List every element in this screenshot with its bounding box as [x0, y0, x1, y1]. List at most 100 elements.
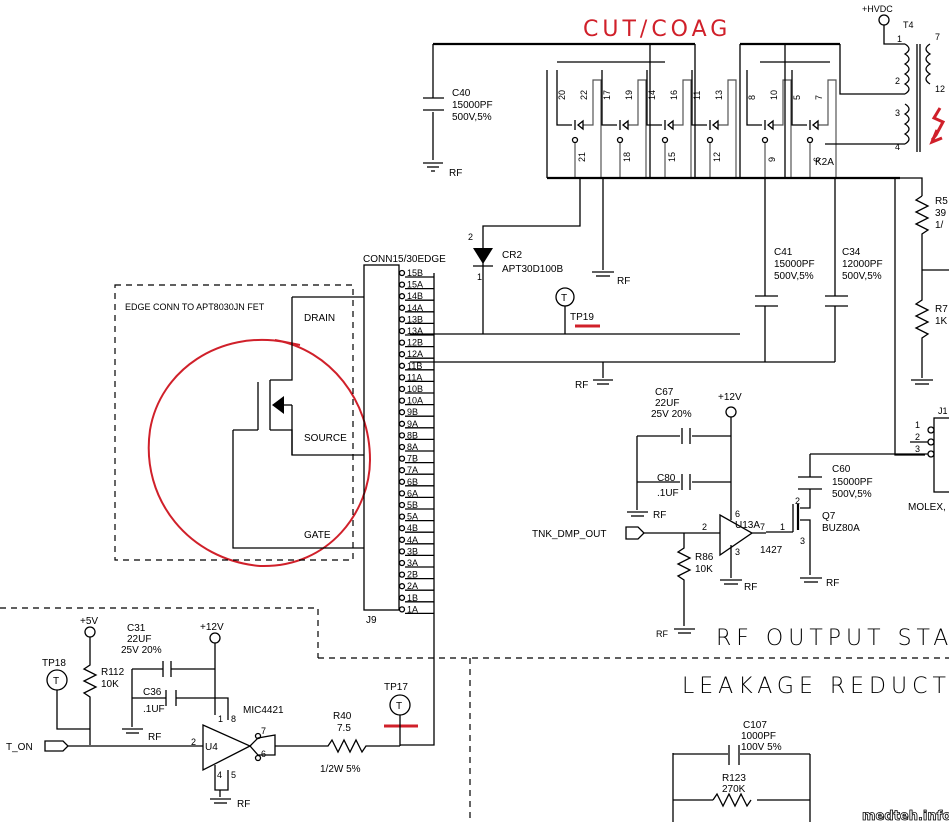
relay-contact-wire — [646, 70, 662, 126]
leakage-reduction-heading: LEAKAGE REDUCTIO — [682, 674, 949, 699]
connector-pin — [398, 548, 406, 555]
c41-ref: C41 — [774, 247, 793, 258]
t-on-label: T_ON — [6, 742, 33, 753]
relay-contact-wire — [746, 70, 762, 126]
connector-pin — [398, 513, 406, 520]
relay-pin-label: 12 — [712, 152, 722, 162]
c31-rating: 25V 20% — [121, 645, 162, 656]
relay-pin-label: 7 — [814, 95, 824, 100]
molex-pin-label: 1 — [915, 420, 920, 430]
q7-part: BUZ80A — [822, 523, 860, 534]
connector-pin — [398, 351, 406, 358]
relay-pin-label: 16 — [669, 90, 679, 100]
connector-pin-label: 10B — [407, 384, 423, 394]
t4-pin: 4 — [895, 142, 900, 152]
connector-pin-label: 9B — [407, 407, 418, 417]
c107-rating: 100V 5% — [741, 742, 782, 753]
r112-ref: R112 — [101, 667, 125, 678]
relay-contact-pivot — [806, 136, 814, 144]
watermark: medteh.info — [862, 809, 949, 822]
molex-connector — [933, 417, 949, 493]
relay-contact-pivot — [661, 136, 669, 144]
leakage-wires — [672, 753, 811, 822]
ground-label: RF — [744, 582, 757, 593]
r123-ref: R123 — [722, 773, 746, 784]
connector-pin-label: 1B — [407, 593, 418, 603]
relay-pin-label: 20 — [557, 90, 567, 100]
c31-ref: C31 — [127, 623, 146, 634]
r5-value: 39 — [935, 208, 947, 219]
relay-pin-label: 5 — [792, 95, 802, 100]
molex-label: MOLEX, — [908, 502, 946, 513]
tp18-label: TP18 — [42, 658, 66, 669]
c67-ref: C67 — [655, 387, 674, 398]
connector-name: CONN15/30EDGE — [363, 254, 446, 265]
j9-connector — [363, 264, 400, 611]
relay-pin-label: 11 — [692, 91, 702, 100]
t4-ref: T4 — [903, 20, 914, 30]
v12-label: +12V — [200, 622, 224, 633]
c34-ref: C34 — [842, 247, 861, 258]
tnk-dmp-out-port-icon[interactable] — [625, 526, 645, 540]
v12-label: +12V — [718, 392, 742, 403]
ground-label: RF — [575, 380, 588, 391]
connector-pin-label: 8B — [407, 430, 418, 440]
relay-pin-label: 21 — [577, 152, 587, 162]
c36-ref: C36 — [143, 687, 162, 698]
source-label: SOURCE — [304, 433, 347, 444]
connector-pin — [398, 594, 406, 601]
c41-rating: 500V,5% — [774, 271, 814, 282]
connector-pin — [398, 467, 406, 474]
u13a-wires — [636, 417, 732, 520]
u13a-pin: 3 — [735, 547, 740, 557]
connector-pin-label: 4A — [407, 535, 418, 545]
drain-label: DRAIN — [304, 313, 335, 324]
connector-pin-label: 14A — [407, 303, 423, 313]
connector-pin-label: 1A — [407, 604, 418, 614]
relay-contact-pivot — [616, 136, 624, 144]
q7-pin: 3 — [800, 536, 805, 546]
section-divider — [0, 607, 949, 822]
u4-ref: U4 — [205, 742, 218, 753]
u4-pin: 7 — [261, 726, 266, 736]
connector-pin — [398, 478, 406, 485]
c34-value: 12000PF — [842, 259, 883, 270]
u13a-pin: 6 — [735, 509, 740, 519]
connector-pin — [398, 420, 406, 427]
molex-pin — [927, 438, 935, 446]
q7-ref: Q7 — [822, 511, 836, 522]
fet-wires — [232, 296, 364, 549]
c67-rating: 25V 20% — [651, 409, 692, 420]
relay-contact-icon — [809, 119, 819, 131]
connector-pin-label: 13B — [407, 314, 423, 324]
u13a-buffer-icon — [719, 513, 754, 557]
t4-wires — [825, 44, 905, 145]
c40-rating: 500V,5% — [452, 112, 492, 123]
relay-contact-icon — [664, 119, 674, 131]
u4-pin6 — [254, 754, 262, 762]
u4-pin: 5 — [231, 770, 236, 780]
relay-contact-pivot — [571, 136, 579, 144]
ground-icon — [593, 379, 613, 385]
t4-pin: 2 — [895, 76, 900, 86]
connector-pin — [398, 374, 406, 381]
relay-pin-label: 19 — [624, 90, 634, 100]
drain-source-wires — [410, 333, 835, 363]
ground-label: RF — [656, 629, 668, 639]
connector-pin-label: 15A — [407, 280, 423, 290]
c34-rating: 500V,5% — [842, 271, 882, 282]
connector-pin-label: 8A — [407, 442, 418, 452]
connector-pin — [398, 293, 406, 300]
t-on-port-icon[interactable] — [44, 740, 69, 752]
ground-icon — [627, 511, 648, 517]
u4-pin: 1 — [218, 714, 223, 724]
tp19-label: TP19 — [570, 312, 594, 323]
u13a-ref: U13A — [735, 520, 760, 531]
q7-wires — [800, 489, 811, 575]
connector-pin-label: 11A — [407, 372, 422, 382]
u13a-pin: 7 — [760, 522, 765, 532]
r86-resistor — [676, 533, 692, 626]
relay-pin-label: 6 — [812, 157, 822, 162]
relay-pin-label: 18 — [622, 152, 632, 162]
